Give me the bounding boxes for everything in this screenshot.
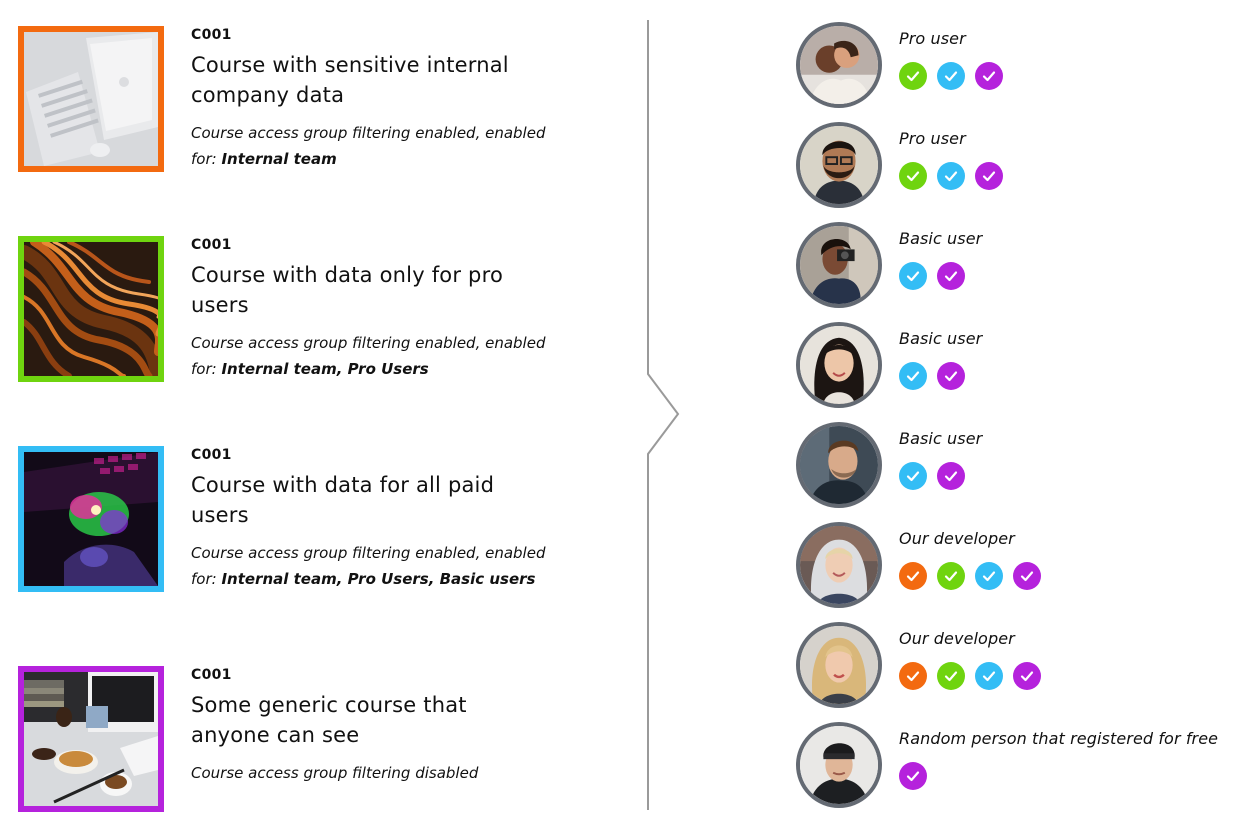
user-role: Basic user [899,429,983,448]
check-icon [937,262,965,290]
access-checks [899,362,965,390]
user-role: Random person that registered for free [899,729,1219,748]
user-row: Pro user [796,22,1216,108]
user-row: Our developer [796,622,1216,708]
orange-waves-image [24,242,158,376]
avatar [796,322,882,408]
course-description: Course access group filtering disabled [191,760,551,786]
course-thumbnail [18,666,164,812]
check-icon [899,462,927,490]
course-description: Course access group filtering enabled, e… [191,120,551,172]
avatar [796,122,882,208]
check-icon [899,662,927,690]
access-checks [899,62,1003,90]
user-role: Our developer [899,629,1015,648]
user-role: Pro user [899,129,966,148]
man-beanie-photo [800,726,878,804]
access-checks [899,562,1041,590]
course-thumbnail [18,26,164,172]
course-title: Some generic course that anyone can see [191,693,467,747]
check-icon [899,62,927,90]
course-description-text: Course access group filtering disabled [191,764,479,782]
course-title: Course with data only for pro users [191,263,503,317]
user-row: Basic user [796,222,1216,308]
user-role: Basic user [899,329,983,348]
blonde-woman-photo [800,626,878,704]
check-icon [899,362,927,390]
access-checks [899,762,927,790]
check-icon [1013,562,1041,590]
neon-gaming-image [24,452,158,586]
check-icon [899,762,927,790]
user-row: Basic user [796,422,1216,508]
course-description-text: Course access group filtering enabled, e… [191,124,546,168]
check-icon [975,162,1003,190]
laptop-keyboard-image [24,32,158,166]
user-role: Basic user [899,229,983,248]
couple-photo [800,26,878,104]
woman-portrait-photo [800,326,878,404]
check-icon [975,62,1003,90]
access-checks [899,162,1003,190]
course-thumbnail [18,236,164,382]
course-enabled-groups: Internal team [221,150,337,168]
user-row: Basic user [796,322,1216,408]
avatar [796,22,882,108]
access-checks [899,662,1041,690]
desk-breakfast-image [24,672,158,806]
access-checks [899,262,965,290]
course-enabled-groups: Internal team, Pro Users, Basic users [221,570,536,588]
check-icon [1013,662,1041,690]
course-description-text: Course access group filtering enabled, e… [191,544,546,588]
course-code: C001 [191,237,232,253]
check-icon [937,62,965,90]
divider-arrow-line [647,20,680,810]
check-icon [975,562,1003,590]
user-row: Our developer [796,522,1216,608]
course-title: Course with sensitive internal company d… [191,53,509,107]
course-enabled-groups: Internal team, Pro Users [221,360,429,378]
section-divider [647,20,680,810]
avatar [796,722,882,808]
course-description-text: Course access group filtering enabled, e… [191,334,546,378]
course-code: C001 [191,667,232,683]
bearded-man-photo [800,126,878,204]
check-icon [937,562,965,590]
check-icon [899,162,927,190]
user-role: Our developer [899,529,1015,548]
woman-camera-photo [800,226,878,304]
course-text: C001 Course with data only for pro users… [191,236,551,382]
avatar [796,222,882,308]
check-icon [937,462,965,490]
course-title: Course with data for all paid users [191,473,495,527]
user-row: Pro user [796,122,1216,208]
user-role: Pro user [899,29,966,48]
check-icon [899,262,927,290]
course-text: C001 Course with sensitive internal comp… [191,26,551,172]
course-description: Course access group filtering enabled, e… [191,330,551,382]
access-checks [899,462,965,490]
course-text: C001 Some generic course that anyone can… [191,666,551,786]
course-code: C001 [191,447,232,463]
course-text: C001 Course with data for all paid users… [191,446,551,592]
avatar [796,622,882,708]
course-description: Course access group filtering enabled, e… [191,540,551,592]
check-icon [937,162,965,190]
user-row: Random person that registered for free [796,722,1219,808]
check-icon [975,662,1003,690]
avatar [796,422,882,508]
man-profile-photo [800,426,878,504]
check-icon [899,562,927,590]
course-thumbnail [18,446,164,592]
check-icon [937,362,965,390]
check-icon [937,662,965,690]
course-code: C001 [191,27,232,43]
woman-hoodie-photo [800,526,878,604]
avatar [796,522,882,608]
